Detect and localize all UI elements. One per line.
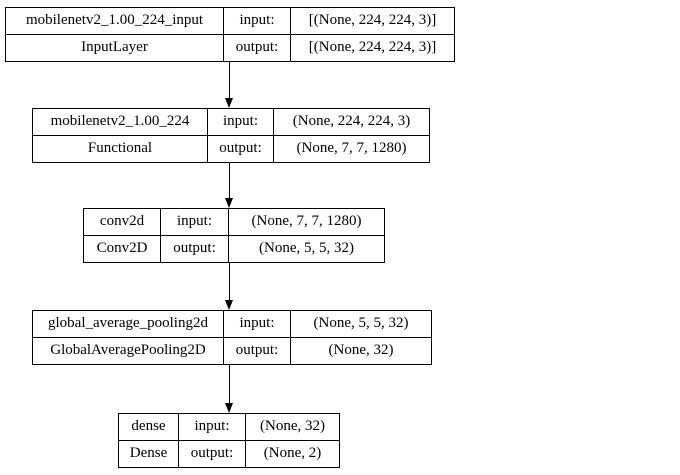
layer-node-global-average-pooling2d: global_average_pooling2d input: (None, 5…: [32, 310, 432, 365]
layer-name: global_average_pooling2d: [33, 311, 224, 338]
arrow-head-icon: [225, 198, 233, 208]
layer-input-shape: (None, 7, 7, 1280): [229, 209, 384, 236]
input-label: input:: [224, 311, 291, 338]
layer-name: mobilenetv2_1.00_224: [33, 109, 208, 136]
arrow-line: [229, 62, 230, 99]
layer-input-shape: (None, 32): [246, 414, 339, 441]
output-label: output:: [179, 440, 246, 467]
arrow-line: [229, 365, 230, 404]
arrow-line: [229, 263, 230, 301]
input-label: input:: [224, 8, 291, 35]
connector-arrow-1: [225, 62, 233, 108]
output-label: output:: [161, 235, 229, 262]
layer-output-shape: (None, 2): [263, 445, 322, 462]
input-label: input:: [161, 209, 229, 236]
layer-type: Conv2D: [84, 235, 161, 262]
layer-type: Dense: [119, 440, 179, 467]
connector-arrow-3: [225, 263, 233, 310]
layer-input-shape: [(None, 224, 224, 3)]: [291, 8, 454, 35]
layer-node-mobilenetv2-functional: mobilenetv2_1.00_224 input: (None, 224, …: [32, 108, 430, 163]
layer-type: GlobalAveragePooling2D: [33, 337, 224, 364]
connector-arrow-4: [225, 365, 233, 413]
layer-output-shape: (None, 32): [328, 342, 394, 359]
layer-output-shape: [(None, 224, 224, 3)]: [308, 39, 437, 56]
output-label: output:: [224, 34, 291, 61]
input-label: input:: [208, 109, 274, 136]
arrow-line: [229, 163, 230, 199]
layer-output-shape: (None, 7, 7, 1280): [296, 140, 407, 157]
layer-node-dense: dense input: (None, 32) Dense output: (N…: [118, 413, 340, 468]
layer-name: dense: [119, 414, 179, 441]
connector-arrow-2: [225, 163, 233, 208]
layer-type: InputLayer: [6, 34, 224, 61]
layer-name: conv2d: [84, 209, 161, 236]
layer-input-shape: (None, 224, 224, 3): [274, 109, 429, 136]
arrow-head-icon: [225, 403, 233, 413]
output-label: output:: [224, 337, 291, 364]
arrow-head-icon: [225, 98, 233, 108]
input-label: input:: [179, 414, 246, 441]
layer-input-shape: (None, 5, 5, 32): [291, 311, 431, 338]
layer-node-mobilenetv2-input: mobilenetv2_1.00_224_input input: [(None…: [5, 7, 455, 62]
layer-name: mobilenetv2_1.00_224_input: [6, 8, 224, 35]
layer-type: Functional: [33, 135, 208, 162]
layer-node-conv2d: conv2d input: (None, 7, 7, 1280) Conv2D …: [83, 208, 385, 263]
layer-output-shape: (None, 5, 5, 32): [259, 240, 354, 257]
arrow-head-icon: [225, 300, 233, 310]
output-label: output:: [208, 135, 274, 162]
